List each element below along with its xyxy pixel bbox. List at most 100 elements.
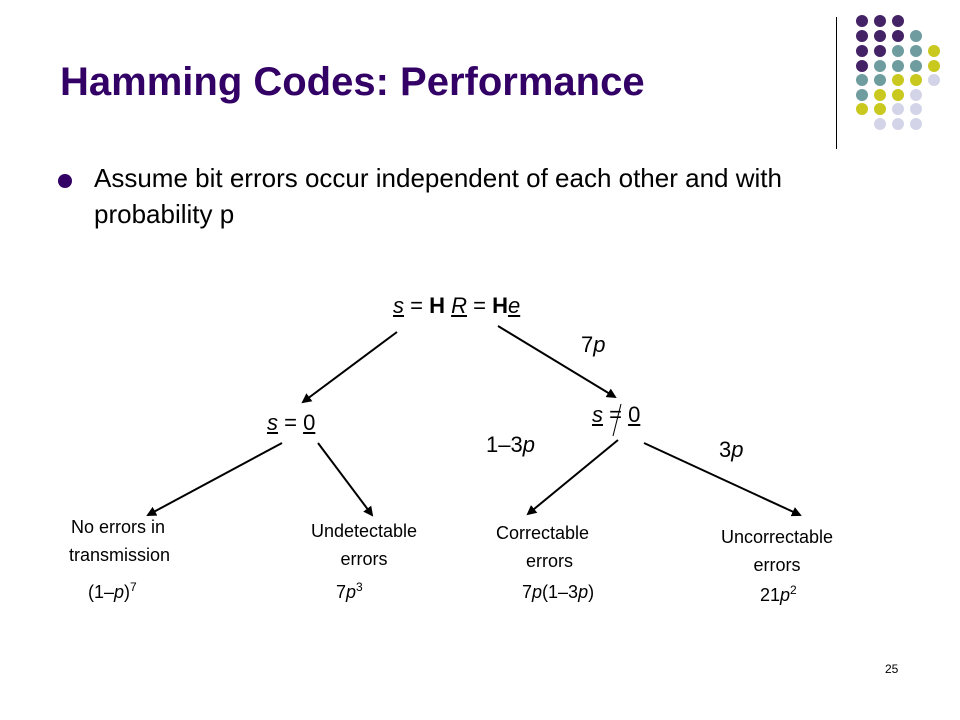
decorative-dot <box>910 74 922 86</box>
decorative-dot <box>856 74 868 86</box>
decorative-dot <box>892 60 904 72</box>
branch-1-3-p: p <box>522 432 535 457</box>
left-node-zero: 0 <box>303 410 316 435</box>
branch-3-p: p <box>731 437 744 462</box>
prob2-num: 7 <box>336 582 347 602</box>
decorative-dot <box>874 89 886 101</box>
decorative-dot <box>928 45 940 57</box>
decorative-dot <box>910 89 922 101</box>
root-eq2: = <box>466 293 493 318</box>
decorative-dot <box>874 60 886 72</box>
decorative-dot <box>892 15 904 27</box>
prob3-open: (1–3 <box>542 582 579 602</box>
root-equation: s = H R = He <box>393 293 520 319</box>
not-equal-slash <box>612 403 622 437</box>
branch-label-1-3p: 1–3p <box>486 432 535 458</box>
right-node-s: s <box>592 402 603 427</box>
prob-no-errors: (1–p)7 <box>88 580 137 603</box>
decorative-dot <box>856 60 868 72</box>
decorative-dot <box>856 30 868 42</box>
arrow-root-left <box>301 331 398 404</box>
decorative-dot <box>892 30 904 42</box>
right-node-s-not-equal-0: s = 0 <box>592 402 640 428</box>
leaf-uncorrectable: Uncorrectable errors <box>702 523 852 579</box>
prob3-num: 7 <box>522 582 533 602</box>
leaf-undetectable: Undetectable errors <box>294 517 434 573</box>
decorative-dot <box>874 45 886 57</box>
decorative-dot <box>892 45 904 57</box>
branch-label-7p: 7p <box>581 332 606 358</box>
root-R: R <box>451 293 467 318</box>
root-e: e <box>507 293 521 318</box>
left-node-eq: = <box>278 410 304 435</box>
leaf-uncorrectable-line1: Uncorrectable <box>720 527 834 547</box>
arrow-left-undetect <box>317 442 374 517</box>
decorative-dot <box>874 103 886 115</box>
left-node-s: s <box>267 410 278 435</box>
decorative-dot <box>910 60 922 72</box>
leaf-correctable-line1: Correctable <box>496 523 590 543</box>
prob1-var: p <box>114 582 125 602</box>
decorative-dot <box>856 15 868 27</box>
decorative-dot <box>892 89 904 101</box>
leaf-undetectable-line1: Undetectable <box>310 521 418 541</box>
bullet-text: Assume bit errors occur independent of e… <box>94 163 782 229</box>
prob3-var: p <box>532 582 543 602</box>
decorative-dot <box>892 74 904 86</box>
right-node-zero: 0 <box>628 402 641 427</box>
prob1-close: ) <box>124 582 131 602</box>
decorative-dot <box>910 103 922 115</box>
arrow-right-uncorrect <box>643 442 802 517</box>
decorative-dot-grid <box>856 15 940 130</box>
prob-undetectable: 7p3 <box>336 580 363 603</box>
branch-7: 7 <box>581 332 594 357</box>
root-H2: H <box>492 293 508 318</box>
prob3-var2: p <box>578 582 589 602</box>
leaf-uncorrectable-line2: errors <box>753 555 801 575</box>
left-node-s-equals-0: s = 0 <box>267 410 315 436</box>
right-node-eq: = <box>603 402 629 427</box>
leaf-no-errors-line2: transmission <box>69 545 171 565</box>
decorative-dot <box>928 74 940 86</box>
arrow-right-correct <box>526 439 619 516</box>
arrow-left-noerr <box>146 442 283 516</box>
slide-title: Hamming Codes: Performance <box>60 60 645 104</box>
decorative-dot <box>874 15 886 27</box>
branch-3: 3 <box>719 437 732 462</box>
decorative-dot <box>874 74 886 86</box>
prob1-open: (1– <box>88 582 115 602</box>
page-number: 25 <box>885 662 899 676</box>
branch-label-3p: 3p <box>719 437 744 463</box>
decorative-dot <box>856 103 868 115</box>
leaf-correctable-line2: errors <box>526 551 574 571</box>
root-H: H <box>429 293 445 318</box>
decorative-vertical-line <box>836 17 837 149</box>
decorative-dot <box>856 89 868 101</box>
arrow-root-right <box>497 325 617 399</box>
decorative-dot <box>892 118 904 130</box>
prob4-exp: 2 <box>790 583 797 597</box>
prob1-exp: 7 <box>130 580 137 594</box>
prob-correctable: 7p(1–3p) <box>522 582 594 603</box>
prob2-exp: 3 <box>356 580 363 594</box>
decorative-dot <box>874 30 886 42</box>
decorative-dot <box>910 30 922 42</box>
decorative-dot <box>928 60 940 72</box>
decorative-dot <box>910 118 922 130</box>
decorative-dot <box>856 45 868 57</box>
leaf-correctable: Correctable errors <box>496 519 589 575</box>
root-eq1: = <box>404 293 430 318</box>
decorative-dot <box>892 103 904 115</box>
prob3-close: ) <box>588 582 595 602</box>
branch-1-3: 1–3 <box>486 432 523 457</box>
prob4-var: p <box>780 585 791 605</box>
prob-uncorrectable: 21p2 <box>760 583 797 606</box>
decorative-dot <box>910 45 922 57</box>
bullet-dot-icon <box>58 174 72 188</box>
branch-7-p: p <box>593 332 606 357</box>
leaf-no-errors: No errors in transmission <box>69 513 171 569</box>
root-s: s <box>393 293 404 318</box>
prob2-var: p <box>346 582 357 602</box>
leaf-undetectable-line2: errors <box>340 549 388 569</box>
